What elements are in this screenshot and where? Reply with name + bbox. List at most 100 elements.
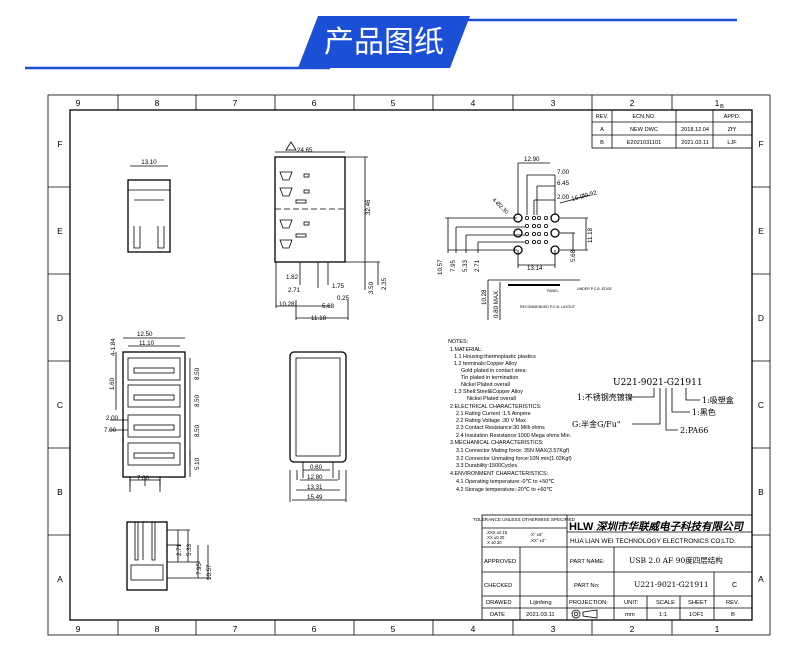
- dim-label: 2.00: [106, 415, 119, 422]
- col-label: 5: [391, 98, 396, 108]
- dim-label: 8.50: [194, 367, 201, 380]
- legend-plating: G:半金G/Fu": [572, 419, 621, 429]
- drawed-label: DRAWED: [486, 600, 512, 606]
- part-name: USB 2.0 AF 90度四层结构: [629, 555, 723, 565]
- company-name-cn: 深圳市华联威电子科技有限公司: [596, 520, 744, 533]
- dim-label: 10.28: [279, 301, 295, 308]
- projection-label: PROJECTION:: [569, 600, 608, 606]
- dim-label: 5.33: [186, 543, 193, 556]
- date-cell: 2018.12.04: [681, 127, 709, 133]
- note-line: 2.4 Insulation Resistance:1000 Mega ohms…: [456, 433, 571, 439]
- dim-label: 16-Ø0.92: [571, 189, 598, 203]
- col-label: 5: [391, 624, 396, 634]
- dim-label: 24.65: [297, 147, 313, 154]
- date-label: DATE: [490, 612, 505, 618]
- approved-label: APPROVED: [484, 559, 516, 565]
- company-name-en: HUA LIAN WEI TECHNOLOGY ELECTRONICS CO;L…: [570, 538, 736, 545]
- legend-color: 1:黑色: [692, 407, 716, 417]
- col-label: 9: [76, 624, 81, 634]
- row-label: B: [758, 487, 764, 497]
- tolerance-value: .X° ±5°: [530, 532, 543, 537]
- dim-label: 2.71: [288, 287, 301, 294]
- note-line: 3.1 Connector Mating force: 35N MAX(3.57…: [456, 448, 569, 454]
- legend-material: 2:PA66: [680, 426, 708, 435]
- col-label: 6: [312, 624, 317, 634]
- dim-label: 1.75: [332, 283, 345, 290]
- rev-cell: A: [600, 127, 604, 133]
- rev-value: B: [731, 612, 735, 618]
- dim-label: 12.80: [307, 474, 323, 481]
- note-line: 4.ENVIRONMENT CHARACTERISTICS:: [450, 471, 548, 477]
- dim-label: 2.35: [381, 277, 388, 290]
- note-line: 3.3 Durability:1500Cycles.: [456, 463, 519, 469]
- rev-corner-mark: B: [720, 104, 724, 110]
- col-label: 4: [471, 98, 476, 108]
- ecn-cell: E2021031101: [627, 140, 661, 146]
- dim-label: 4-1.84: [110, 338, 117, 356]
- col-label: 3: [551, 624, 556, 634]
- dim-label: 1.82: [286, 274, 299, 281]
- note-line: Tin plated in termination: [461, 375, 518, 381]
- tolerance-value: .XX° ±2°: [530, 538, 546, 543]
- note-line: 2.ELECTRICAL CHARACTERISTICS:: [450, 404, 541, 410]
- dim-label: 11.18: [587, 227, 594, 243]
- dim-label: 10.28: [481, 289, 488, 305]
- dim-label: 11.10: [139, 340, 155, 347]
- drawing-frame: 9 8 7 6 5 4 3 2 1 9 8 7 6 5 4 3 2 1 F E …: [47, 94, 771, 636]
- bottom-view: 2.71 5.33 7.95 10.57: [126, 521, 213, 591]
- note-line: 2.2 Rating Voltage :30 V Max: [456, 418, 526, 424]
- header-banner: 产品图纸: [25, 16, 737, 70]
- note-line: 3.MECHANICAL CHARACTERISTICS:: [450, 440, 544, 446]
- row-label: D: [57, 313, 63, 323]
- notes-block: NOTES: 1.MATERIAL: 1.1 Housing:thermopla…: [448, 339, 572, 493]
- note-line: 1.2 terminals:Copper Alloy: [454, 361, 517, 367]
- col-label: 8: [155, 98, 160, 108]
- dim-label: 3.50: [368, 281, 375, 294]
- dim-label: 1.60: [109, 377, 116, 390]
- ecn-cell: NEW DWC: [630, 127, 658, 133]
- appd-header: APPD.: [724, 114, 741, 120]
- note-line: 4.1 Operating temperature:-0℃ to +50℃: [456, 479, 554, 485]
- dim-label: 0.60: [310, 464, 323, 471]
- page-title: 产品图纸: [324, 25, 444, 60]
- front-view: 12.50 11.10 4-1.84 1.60 8.50 8.50 8.50 2…: [104, 331, 201, 492]
- date-cell: 2021.03.11: [681, 140, 709, 146]
- dim-label: 13.31: [307, 484, 323, 491]
- row-label: B: [57, 487, 63, 497]
- legend-shell: 1:不锈钢壳镀镍: [577, 392, 633, 402]
- row-label: E: [758, 226, 764, 236]
- note-line: 2.3 Contact Resistance:30 Milli ohms: [456, 425, 545, 431]
- note-line: 2.1 Rating Current :1.5 Ampere: [456, 411, 531, 417]
- unit-label: UNIT:: [624, 600, 639, 606]
- col-label: 7: [233, 98, 238, 108]
- dim-label: 7.95: [450, 259, 457, 272]
- tolerance-value: .XXX ±0.15: [486, 530, 508, 535]
- rev-header: REV.: [596, 114, 609, 120]
- dim-label: 13.14: [527, 265, 543, 272]
- dim-label: 8.50: [194, 424, 201, 437]
- revision-table: REV. ECN.NO. APPD. A NEW DWC 2018.12.04 …: [591, 104, 753, 149]
- side-view: 24.65 32.46 1.82 2.71 1.75 3.50 2.35 0.2…: [274, 141, 388, 322]
- legend-packaging: 1:吸塑盒: [702, 395, 734, 405]
- title-banner-shape: [298, 16, 470, 68]
- note-line: Gold plated in contact area:: [461, 368, 527, 374]
- dim-label: 15.49: [307, 494, 323, 501]
- dim-label: 4-Ø2.30: [491, 197, 510, 216]
- dim-label: 2.71: [474, 259, 481, 272]
- dim-label: 12.90: [524, 156, 540, 163]
- col-label: 7: [233, 624, 238, 634]
- date-value: 2021.03.11: [526, 612, 555, 618]
- col-label: 2: [630, 98, 635, 108]
- tolerance-title: TOLERANCE UNLESS OTHERWISE SPECIFIED: [473, 517, 576, 522]
- sheet-label: SHEET: [688, 600, 708, 606]
- top-view: 13.10: [127, 159, 171, 253]
- row-label: E: [57, 226, 63, 236]
- dim-label: 11.18: [311, 315, 327, 322]
- pcb-caption: RECOMMENDED P.C.B. LAYOUT: [520, 305, 576, 309]
- pcb-label: PANEL: [547, 289, 559, 293]
- tolerance-value: .XX ±0.20: [486, 535, 505, 540]
- dim-label: 2.71: [176, 543, 183, 556]
- col-label: 1: [715, 624, 720, 634]
- note-line: 3.2 Connector Unmating force:10N min(1.0…: [456, 456, 572, 462]
- warning-triangle-icon: [285, 141, 297, 151]
